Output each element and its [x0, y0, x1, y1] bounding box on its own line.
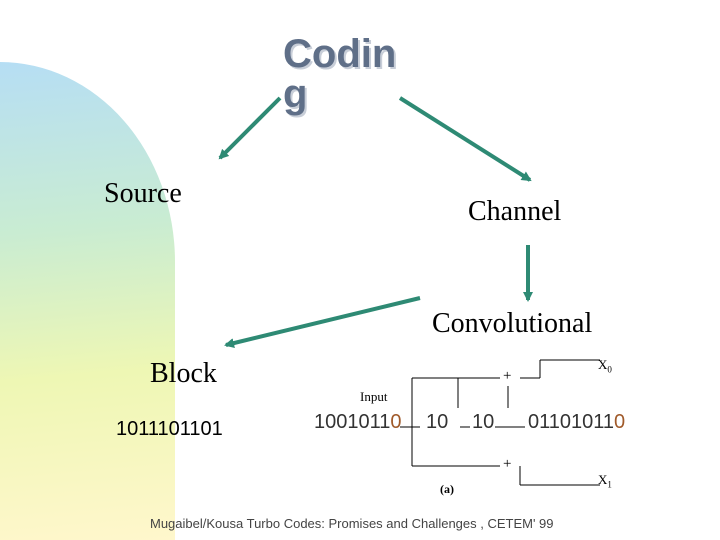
- label-channel: Channel: [468, 196, 562, 227]
- arrow-to-source: [218, 96, 282, 160]
- shift-register-1: 10: [426, 411, 448, 434]
- label-block: Block: [150, 358, 217, 389]
- arrow-to-channel: [398, 96, 532, 182]
- output-bits-end: 0: [614, 411, 626, 433]
- input-bits-text: 1001011: [314, 411, 391, 433]
- title-line-2: g: [283, 72, 308, 116]
- slide-title: Codin g: [283, 34, 423, 114]
- shift-register-1-value: 10: [426, 411, 449, 433]
- input-bits-end: 0: [390, 411, 402, 433]
- figure-caption: (a): [440, 482, 454, 496]
- shift-register-2-value: 10: [472, 411, 495, 433]
- slide-footer: Mugaibel/Kousa Turbo Codes: Promises and…: [150, 516, 554, 531]
- output-x0-label: X0: [598, 357, 612, 375]
- encoder-wiring: [400, 359, 600, 486]
- x0-text: X: [598, 357, 608, 372]
- output-bits-text: 01101011: [528, 411, 615, 433]
- arrow-to-block: [224, 296, 421, 348]
- encoder-input-label: Input: [360, 389, 388, 404]
- encoder-output-bits: 011010110: [528, 411, 625, 434]
- label-convolutional: Convolutional: [432, 308, 593, 339]
- adder-bottom: +: [503, 456, 512, 472]
- x1-subscript: 1: [607, 479, 612, 490]
- adder-top: +: [503, 368, 512, 384]
- title-line-1: Codin: [283, 32, 397, 76]
- encoder-input-bits: 10010110: [314, 411, 402, 434]
- x1-text: X: [598, 472, 608, 487]
- label-source: Source: [104, 178, 182, 209]
- block-bit-sequence: 1011101101: [116, 418, 223, 440]
- output-x1-label: X1: [598, 472, 612, 490]
- x0-subscript: 0: [607, 364, 612, 375]
- shift-register-2: 10: [472, 411, 494, 434]
